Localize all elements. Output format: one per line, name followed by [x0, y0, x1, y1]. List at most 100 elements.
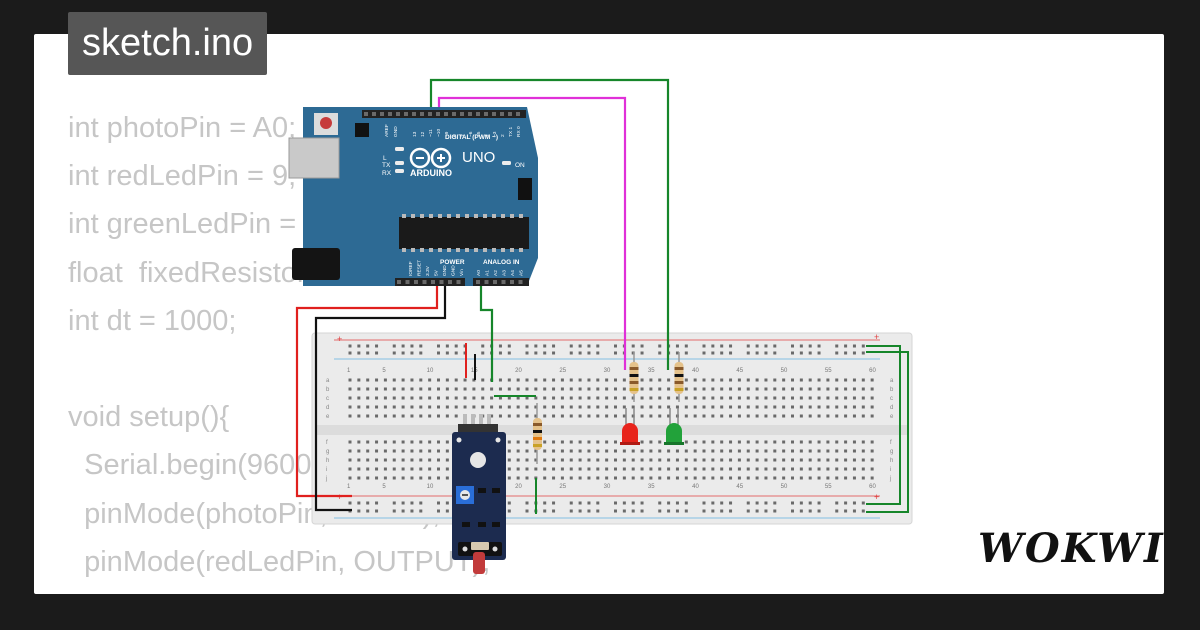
code-line: pinMode(greenLedPin, OUTPUT); — [68, 586, 522, 595]
digital-pin-label: TX 1 — [508, 127, 514, 137]
digital-pin-label: 8 — [452, 134, 458, 137]
power-header-label: POWER — [440, 259, 465, 266]
column-number: 5 — [382, 368, 386, 374]
led-l-label: L — [383, 155, 387, 162]
code-line: int redLedPin = 9; — [68, 160, 297, 193]
analog-pin-label: A5 — [519, 270, 525, 276]
column-number: 20 — [515, 368, 522, 374]
digital-header — [362, 110, 526, 118]
column-number: 25 — [559, 484, 566, 490]
row-letter: c — [326, 396, 329, 402]
preview-card: int photoPin = A0;int redLedPin = 9;int … — [34, 34, 1164, 594]
power-pin-label: GND — [442, 265, 448, 276]
wire-a0-green — [479, 280, 494, 382]
power-pin-label: RESET — [417, 260, 423, 276]
row-letter: a — [326, 378, 330, 384]
analog-pin-label: A4 — [510, 270, 516, 276]
microcontroller-chip — [402, 214, 523, 252]
wire-pin10-green — [429, 78, 670, 370]
row-letter: i — [326, 467, 327, 473]
row-letter: i — [890, 467, 891, 473]
analog-pin-label: A3 — [502, 270, 508, 276]
digital-header-label: DIGITAL (PWM ~) — [445, 134, 498, 141]
digital-pin-label: ~5 — [476, 131, 482, 137]
power-pin-label: GND — [451, 265, 457, 276]
row-letter: j — [325, 476, 327, 482]
wire-rail-right-1 — [866, 345, 901, 505]
column-number: 25 — [559, 368, 566, 374]
digital-pin-label: 7 — [460, 134, 466, 137]
resistor-red-led — [629, 352, 639, 402]
arduino-uno-board[interactable]: UNO ARDUINO DIGITAL (PWM ~) POWER ANALOG… — [288, 107, 538, 286]
arduino-logo-icon — [409, 147, 452, 169]
circuit-diagram: 1155101015152020252530303535404045455050… — [288, 78, 913, 574]
power-header — [395, 278, 529, 286]
led-red[interactable] — [620, 408, 640, 445]
column-number: 30 — [604, 368, 611, 374]
column-number: 10 — [427, 368, 434, 374]
column-number: 1 — [347, 484, 351, 490]
row-letter: b — [890, 387, 894, 393]
resistor-sensor — [533, 403, 542, 464]
code-line: int dt = 1000; — [68, 304, 237, 337]
analog-header-label: ANALOG IN — [483, 259, 520, 266]
column-number: 20 — [515, 484, 522, 490]
column-number: 40 — [692, 484, 699, 490]
svg-text:+: + — [874, 332, 879, 342]
digital-pin-label: RX 0 — [516, 126, 522, 137]
column-number: 55 — [825, 484, 832, 490]
digital-pin-label: ~10 — [436, 129, 442, 137]
code-line: void setup(){ — [68, 401, 230, 434]
row-letter: h — [326, 458, 329, 464]
led-green[interactable] — [664, 408, 684, 445]
row-letter: f — [890, 440, 892, 446]
column-number: 50 — [781, 484, 788, 490]
digital-pin-label: 4 — [484, 134, 490, 137]
sketch-filename-tab: sketch.ino — [68, 12, 268, 75]
row-letter: d — [890, 405, 893, 411]
row-letter: d — [326, 405, 329, 411]
column-number: 55 — [825, 368, 832, 374]
row-letter: g — [890, 449, 893, 455]
column-number: 5 — [382, 484, 386, 490]
breadboard-column-numbers: 1155101015152020252530303535404045455050… — [347, 368, 876, 490]
breadboard: 1155101015152020252530303535404045455050… — [311, 332, 913, 525]
row-letter: a — [890, 378, 894, 384]
digital-pin-label: 12 — [420, 131, 426, 137]
column-number: 1 — [347, 368, 351, 374]
row-letter: c — [890, 396, 893, 402]
row-letter: e — [890, 414, 894, 420]
column-number: 10 — [427, 484, 434, 490]
row-letter: e — [326, 414, 330, 420]
row-letter: b — [326, 387, 330, 393]
row-letter: h — [890, 458, 893, 464]
photoresistor-module[interactable] — [452, 414, 506, 574]
column-number: 35 — [648, 484, 655, 490]
resistor-green-led — [674, 352, 684, 402]
code-line: Serial.begin(9600); — [68, 449, 330, 482]
svg-text:+: + — [874, 492, 879, 502]
digital-pin-label: 2 — [500, 134, 506, 137]
row-letter: g — [326, 449, 329, 455]
analog-pin-label: A2 — [493, 270, 499, 276]
svg-text:+: + — [337, 334, 342, 344]
digital-pin-label: ~9 — [444, 131, 450, 137]
digital-pin-label: ~6 — [468, 131, 474, 137]
column-number: 45 — [736, 484, 743, 490]
column-number: 60 — [869, 484, 876, 490]
wires — [295, 78, 909, 514]
power-pin-label: Vin — [459, 269, 465, 276]
column-number: 50 — [781, 368, 788, 374]
row-letter: f — [326, 440, 328, 446]
row-letter: j — [889, 476, 891, 482]
column-number: 40 — [692, 368, 699, 374]
aref-pin-label: AREF — [384, 124, 390, 137]
power-pin-label: 5V — [434, 269, 440, 276]
led-tx-label: TX — [382, 162, 391, 169]
analog-pin-label: A0 — [476, 270, 482, 276]
code-line: pinMode(redLedPin, OUTPUT); — [68, 545, 491, 578]
led-on-label: ON — [515, 162, 525, 169]
wire-pin9-magenta — [437, 96, 627, 370]
